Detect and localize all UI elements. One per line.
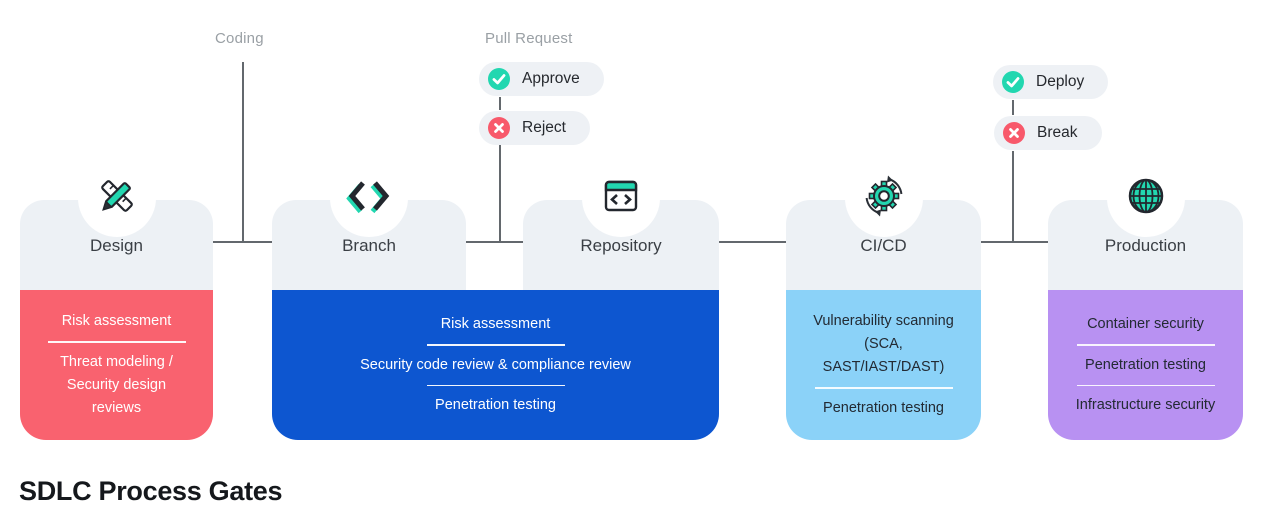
panel-item: Penetration testing <box>1085 356 1206 373</box>
panel-item: Risk assessment <box>61 313 172 330</box>
stage-card-production: Production <box>1048 159 1243 290</box>
coding-connector-line <box>242 62 244 242</box>
break-pill-label: Break <box>1037 124 1078 141</box>
deploy-pills-connector-line <box>1012 100 1014 115</box>
icon-notch <box>330 159 408 237</box>
cross-icon <box>1003 122 1025 144</box>
break-pill: Break <box>994 116 1102 150</box>
reject-pill: Reject <box>479 111 590 145</box>
check-icon <box>488 68 510 90</box>
stage-card-cicd: CI/CD <box>786 159 981 290</box>
reject-pill-label: Reject <box>522 119 566 136</box>
stage-card-repository: Repository <box>523 159 719 290</box>
gear-sync-icon <box>860 172 908 220</box>
stage-card-design: Design <box>20 159 213 290</box>
stage-name: CI/CD <box>860 236 907 255</box>
check-icon <box>1002 71 1024 93</box>
panel-divider <box>426 384 565 386</box>
deploy-pill-label: Deploy <box>1036 73 1085 90</box>
code-window-icon <box>597 172 645 220</box>
panel-item: Risk assessment <box>440 316 551 332</box>
panel-divider <box>1076 344 1215 346</box>
panel-divider <box>814 387 953 389</box>
production-security-panel: Container security Penetration testing I… <box>1048 290 1243 440</box>
approve-pill-label: Approve <box>522 70 580 87</box>
panel-item: Vulnerability scanning (SCA, SAST/IAST/D… <box>813 313 954 376</box>
break-connector-line <box>1012 151 1014 242</box>
panel-item: Security code review & compliance review <box>360 356 631 373</box>
stage-card-branch: Branch <box>272 159 466 290</box>
panel-item: Penetration testing <box>823 399 944 416</box>
cicd-security-panel: Vulnerability scanning (SCA, SAST/IAST/D… <box>786 290 981 440</box>
ruler-pencil-icon <box>93 172 141 220</box>
stage-name: Repository <box>580 236 662 255</box>
panel-divider <box>1076 384 1215 386</box>
diagram-title: SDLC Process Gates <box>19 476 283 506</box>
panel-divider <box>426 344 565 346</box>
globe-icon <box>1122 172 1170 220</box>
deploy-pill: Deploy <box>993 65 1109 99</box>
pull-request-connector-line <box>499 141 501 242</box>
pull-request-pills-connector-line <box>499 97 501 110</box>
cross-icon <box>488 117 510 139</box>
panel-item: Penetration testing <box>435 397 556 413</box>
panel-item: Infrastructure security <box>1075 397 1216 413</box>
panel-item: Threat modeling / Security design review… <box>60 353 173 416</box>
branch-repository-security-panel: Risk assessment Security code review & c… <box>272 290 719 440</box>
stage-name: Production <box>1104 236 1187 255</box>
code-brackets-icon <box>345 172 393 220</box>
coding-label: Coding <box>215 30 264 47</box>
stage-name: Design <box>90 236 143 255</box>
approve-pill: Approve <box>479 62 604 96</box>
stage-name: Branch <box>342 236 396 255</box>
pull-request-label: Pull Request <box>485 30 573 47</box>
design-security-panel: Risk assessment Threat modeling / Securi… <box>20 290 213 440</box>
panel-divider <box>47 341 186 343</box>
panel-item: Container security <box>1087 316 1204 332</box>
